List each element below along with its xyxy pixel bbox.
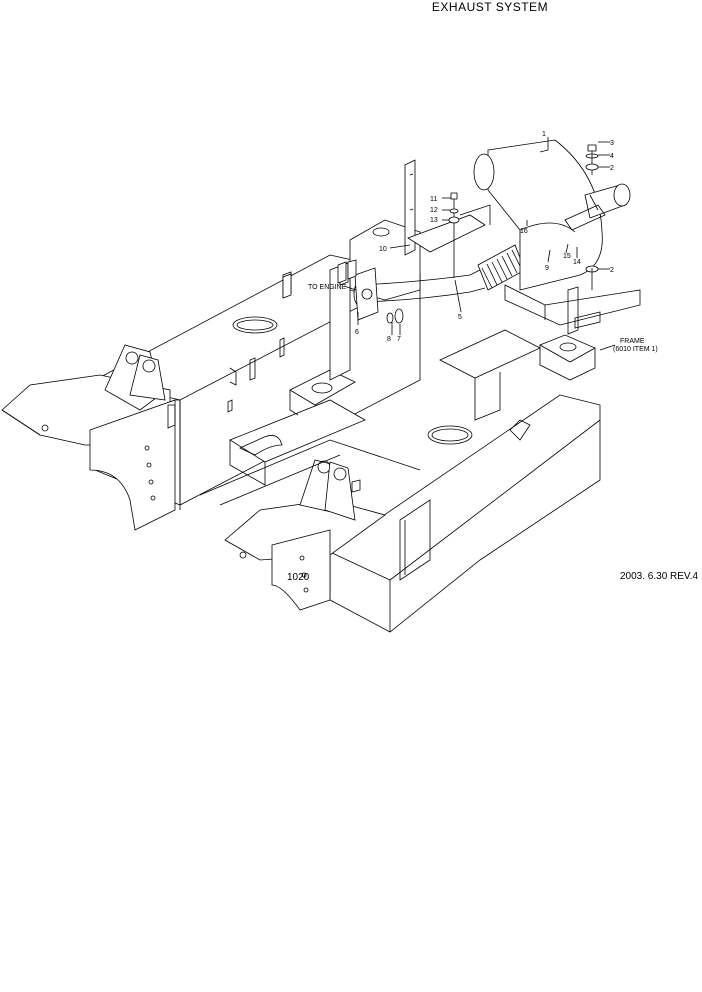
to-engine-label: TO ENGINE — [308, 284, 347, 291]
frame-item-label: (6010 ITEM 1) — [613, 346, 658, 353]
callout-3: 3 — [610, 140, 614, 147]
leader-lines — [343, 137, 616, 351]
callout-labels: 1 3 4 2 2 11 12 13 10 16 9 15 14 6 8 7 5… — [287, 131, 614, 583]
right-side-member — [439, 284, 641, 421]
center-cross-members — [199, 369, 421, 506]
callout-16: 16 — [520, 228, 528, 235]
exhaust-elbow-pipe — [353, 267, 486, 321]
callout-13: 13 — [430, 217, 438, 224]
upper-frame-body — [329, 394, 601, 633]
callout-5: 5 — [458, 314, 462, 321]
callout-8: 8 — [387, 336, 391, 343]
callout-15: 15 — [563, 253, 571, 260]
callout-11: 11 — [430, 196, 437, 203]
hardware-stack-center — [448, 192, 460, 278]
callout-9: 9 — [545, 265, 549, 272]
right-boom-mount — [224, 459, 386, 611]
callout-6: 6 — [355, 329, 359, 336]
hardware-stack-items-7-8 — [386, 308, 404, 324]
left-boom-mount — [1, 344, 181, 531]
callout-1020: 1020 — [287, 572, 310, 583]
callout-14: 14 — [573, 259, 581, 266]
callout-10: 10 — [379, 246, 387, 253]
callout-12: 12 — [430, 207, 438, 214]
drawing-title: EXHAUST SYSTEM — [0, 0, 702, 14]
frame-label: FRAME — [620, 338, 645, 345]
muffler — [459, 139, 631, 335]
callout-1: 1 — [542, 131, 546, 138]
callout-7: 7 — [397, 336, 401, 343]
text-labels: TO ENGINE FRAME (6010 ITEM 1) — [308, 284, 658, 353]
callout-2-bottom: 2 — [610, 267, 614, 274]
revision-stamp: 2003. 6.30 REV.4 — [620, 571, 699, 582]
callout-4: 4 — [610, 153, 614, 160]
callout-2-top: 2 — [610, 165, 614, 172]
standoff-bushings — [282, 259, 357, 299]
drawing-title-text: EXHAUST SYSTEM — [431, 0, 549, 14]
